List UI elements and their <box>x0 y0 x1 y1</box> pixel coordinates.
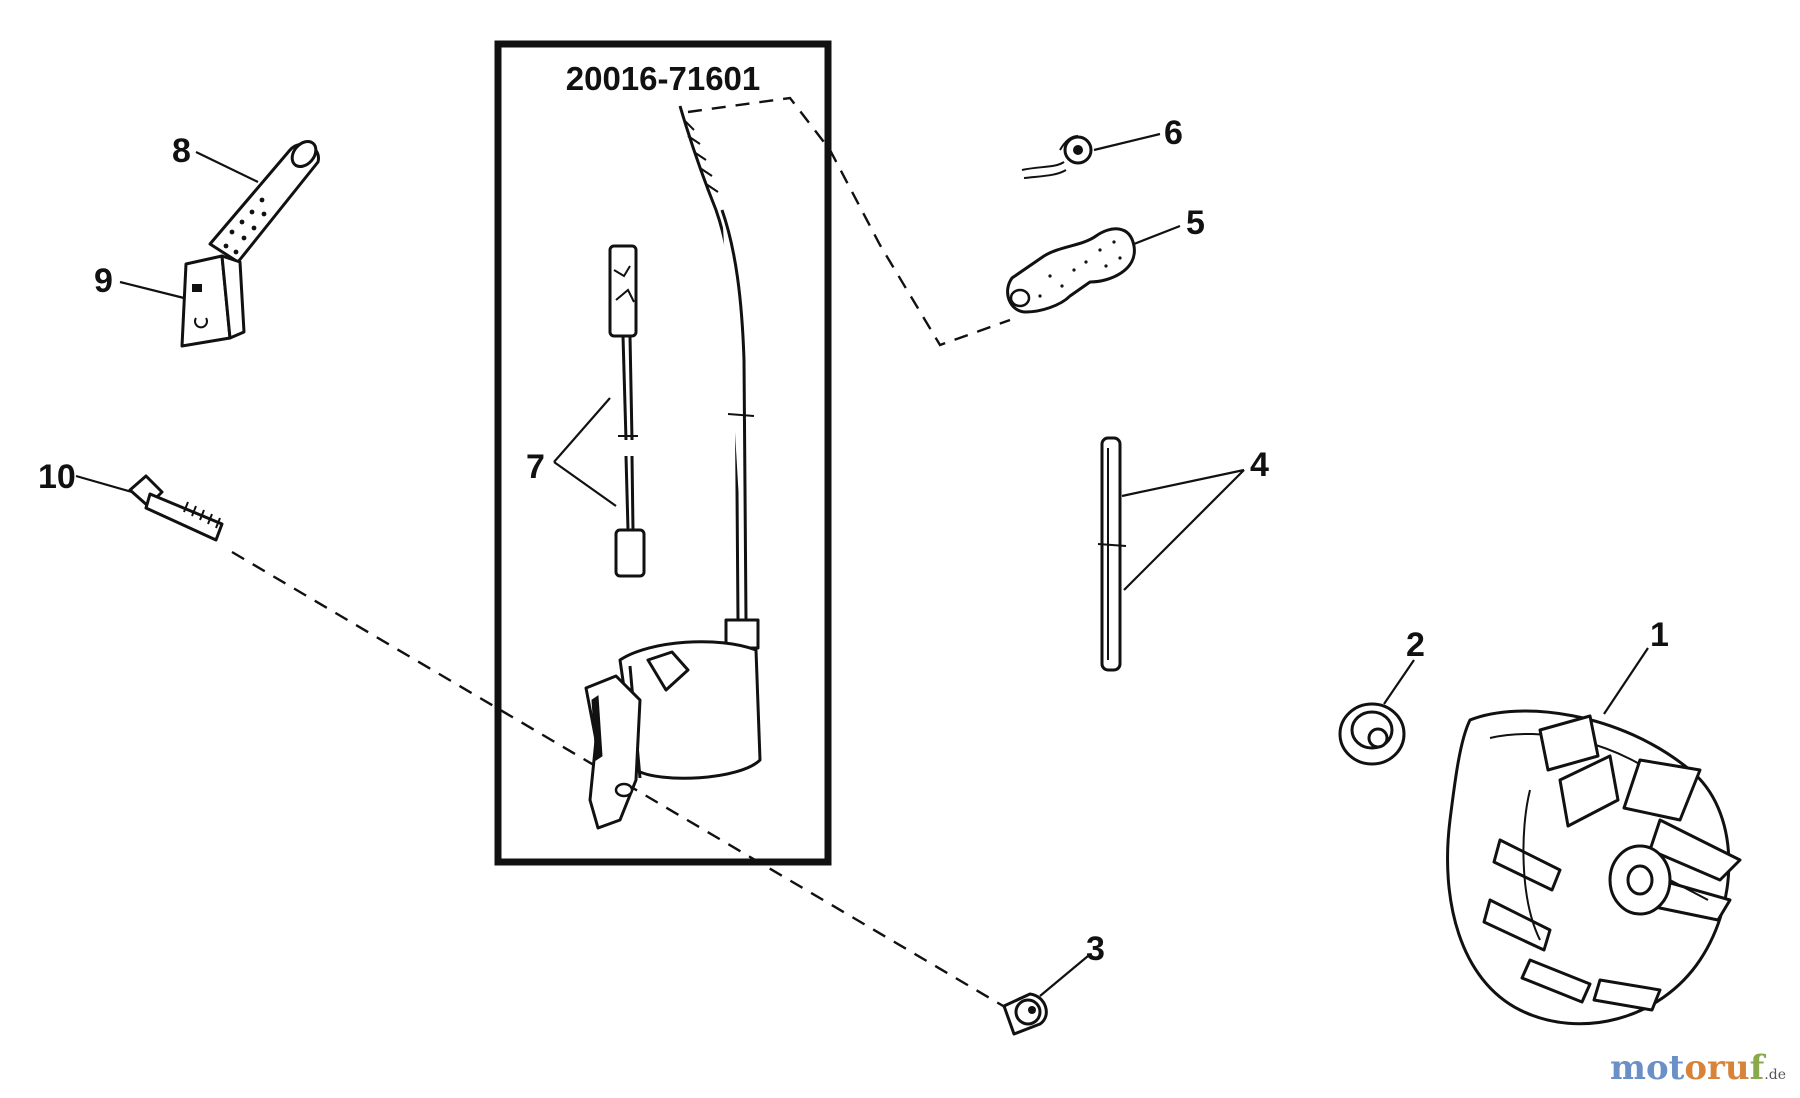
watermark-tld: .de <box>1764 1067 1786 1083</box>
spacer-icon <box>1002 992 1048 1036</box>
callout-1: 1 <box>1650 616 1669 654</box>
bolt-icon <box>128 474 224 542</box>
ignition-coil-assembly-box: 20016-71601 <box>494 40 832 866</box>
ignition-coil-icon <box>584 105 762 830</box>
connector-lines <box>231 96 1011 1012</box>
callout-8: 8 <box>172 132 191 170</box>
callout-6: 6 <box>1164 114 1183 152</box>
flywheel-icon <box>1446 709 1742 1026</box>
spark-plug-boot-icon <box>1006 227 1136 314</box>
callout-5: 5 <box>1186 204 1205 242</box>
flange-nut-icon <box>1338 702 1406 766</box>
watermark-part-1: mot <box>1609 1048 1685 1088</box>
callouts: 1 2 3 4 5 6 7 8 9 10 <box>38 114 1669 968</box>
callout-3: 3 <box>1086 930 1105 968</box>
watermark-part-2: oru <box>1684 1048 1750 1088</box>
callout-4: 4 <box>1250 446 1269 484</box>
tube-icon <box>1097 436 1127 672</box>
leader-lines <box>75 132 1649 997</box>
callout-2: 2 <box>1406 626 1425 664</box>
spring-terminal-icon <box>1021 135 1093 179</box>
callout-9: 9 <box>94 262 113 300</box>
callout-7: 7 <box>526 448 545 486</box>
stop-switch-icon <box>180 254 246 348</box>
wire-icon <box>608 244 646 578</box>
assembly-part-number: 20016-71601 <box>566 60 761 97</box>
grip-sleeve-icon <box>208 139 320 264</box>
watermark-part-3: f <box>1749 1048 1765 1088</box>
watermark-logo: motoruf.de <box>1610 1048 1786 1088</box>
callout-10: 10 <box>38 458 76 496</box>
